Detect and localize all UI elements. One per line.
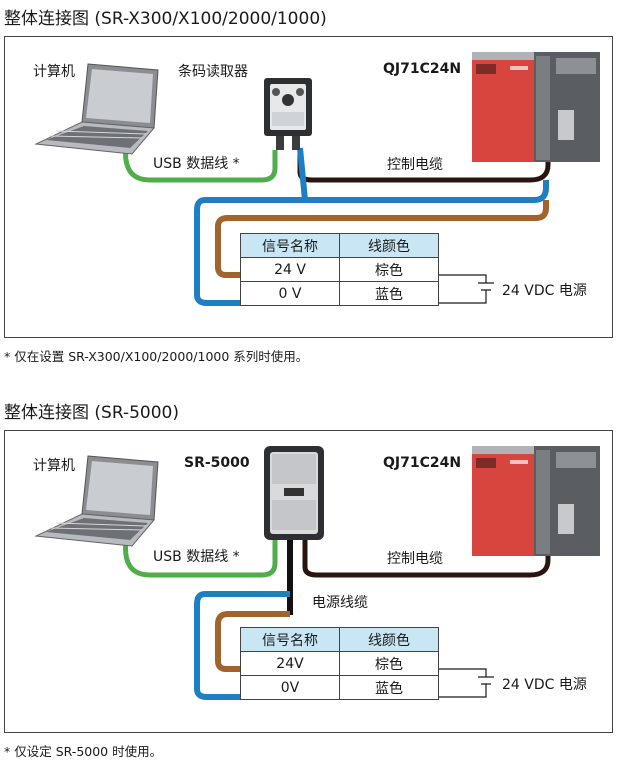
power-supply-label: 24 VDC 电源 xyxy=(502,283,587,299)
table-header: 信号名称 xyxy=(240,627,340,652)
table-header-row: 信号名称 线颜色 xyxy=(240,627,439,652)
table-row: 24 V 棕色 xyxy=(240,257,439,282)
plc-label: QJ71C24N xyxy=(383,455,462,471)
table-header: 线颜色 xyxy=(339,233,439,258)
barcode-reader-icon xyxy=(264,78,312,150)
laptop-icon xyxy=(34,63,159,155)
table-cell: 棕色 xyxy=(339,651,439,676)
table-cell: 24 V xyxy=(240,257,340,282)
control-cable-label: 控制电缆 xyxy=(387,551,443,567)
usb-wire xyxy=(123,144,278,183)
sr5000-reader-icon xyxy=(264,446,324,540)
table-cell: 蓝色 xyxy=(339,675,439,700)
plc-module-icon xyxy=(472,446,600,556)
control-cable-label: 控制电缆 xyxy=(387,157,443,173)
brown-wire xyxy=(215,200,549,278)
usb-cable-label: USB 数据线 * xyxy=(153,549,240,565)
table-row: 0V 蓝色 xyxy=(240,675,439,700)
blue-wire xyxy=(194,591,290,700)
plc-module-icon xyxy=(472,52,600,162)
section2-footnote: * 仅设定 SR-5000 时使用。 xyxy=(4,744,163,759)
table-cell: 0V xyxy=(240,675,340,700)
table-cell: 24V xyxy=(240,651,340,676)
blue-wire-to-plc xyxy=(305,180,549,203)
signal-table: 信号名称 线颜色 24 V 棕色 0 V 蓝色 xyxy=(240,233,439,306)
computer-label: 计算机 xyxy=(33,64,75,80)
table-header: 信号名称 xyxy=(240,233,340,258)
reader-label: 条码读取器 xyxy=(178,64,248,80)
power-cable-label: 电源线缆 xyxy=(312,595,368,611)
section1-title: 整体连接图 (SR-X300/X100/2000/1000) xyxy=(4,9,327,29)
signal-table: 信号名称 线颜色 24V 棕色 0V 蓝色 xyxy=(240,627,439,700)
usb-wire xyxy=(123,539,278,578)
table-header: 线颜色 xyxy=(339,627,439,652)
table-header-row: 信号名称 线颜色 xyxy=(240,233,439,258)
section2-title: 整体连接图 (SR-5000) xyxy=(4,403,179,423)
power-supply-symbol xyxy=(437,668,494,698)
plc-label: QJ71C24N xyxy=(383,61,462,77)
table-row: 24V 棕色 xyxy=(240,651,439,676)
section1-footnote: * 仅在设置 SR-X300/X100/2000/1000 系列时使用。 xyxy=(4,349,309,364)
computer-label: 计算机 xyxy=(33,458,75,474)
laptop-icon xyxy=(34,455,159,547)
power-supply-label: 24 VDC 电源 xyxy=(502,677,587,693)
blue-wire xyxy=(194,147,309,306)
brown-wire xyxy=(215,611,290,672)
table-cell: 蓝色 xyxy=(339,281,439,306)
usb-cable-label: USB 数据线 * xyxy=(153,156,240,172)
reader-label: SR-5000 xyxy=(184,455,250,471)
table-row: 0 V 蓝色 xyxy=(240,281,439,306)
power-supply-symbol xyxy=(437,274,494,304)
